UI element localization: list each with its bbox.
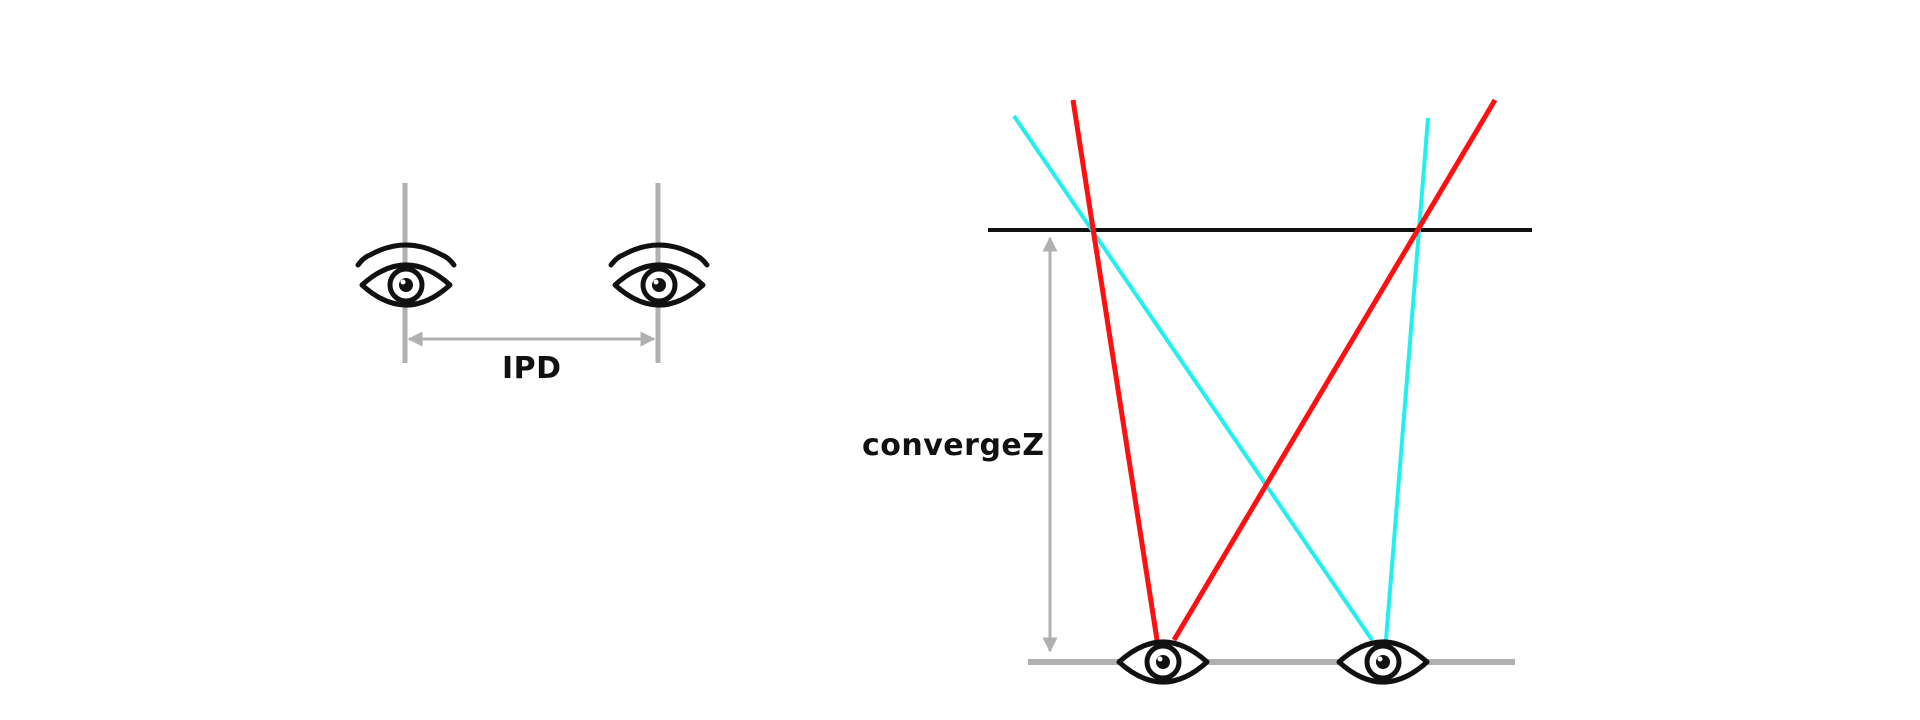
convergence-diagram (988, 98, 1532, 682)
ipd-diagram (358, 183, 707, 363)
eye-icon (1119, 642, 1207, 682)
red-ray-right (1171, 98, 1498, 642)
cyan-ray-left (1012, 114, 1374, 642)
red-ray-left (1070, 99, 1160, 641)
ipd-label: IPD (502, 351, 562, 386)
cyan-ray-right (1384, 117, 1430, 641)
convergez-label: convergeZ (862, 428, 1045, 463)
eye-icon (1339, 642, 1427, 682)
